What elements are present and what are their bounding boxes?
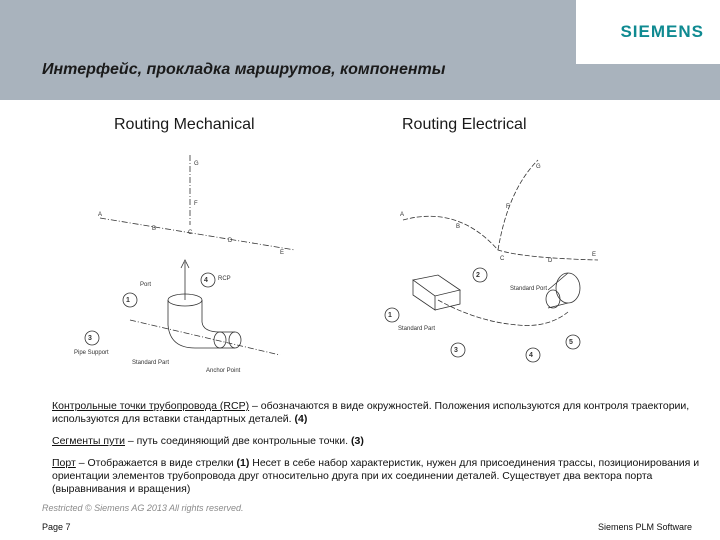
mech-label-b: B [152, 226, 156, 232]
mech-label-c: C [188, 230, 193, 236]
footer-page-number: Page 7 [42, 522, 71, 532]
paragraph-segments: Сегменты пути – путь соединяющий две кон… [52, 435, 692, 448]
mech-callout-3: 3 [88, 335, 92, 342]
siemens-logo: SIEMENS [620, 22, 704, 41]
elec-callout-3: 3 [454, 347, 458, 354]
text-port-a: – Отображается в виде стрелки [75, 457, 237, 469]
mech-callout-4: 4 [204, 277, 208, 284]
routing-electrical-diagram: G F A B C D E Standard Port Standard Par… [384, 159, 599, 363]
slide-title: Интерфейс, прокладка маршрутов, компонен… [42, 61, 446, 78]
paragraph-rcp: Контрольные точки трубопровода (RCP) – о… [52, 400, 692, 426]
subtitle-routing-mechanical: Routing Mechanical [114, 116, 255, 133]
text-port-b: Несет в себе набор характеристик, нужен … [52, 457, 700, 495]
elec-label-b: B [456, 224, 460, 230]
mech-label-pipe-support: Pipe Support [74, 350, 109, 356]
elec-label-c: C [500, 256, 505, 262]
paragraph-port: Порт – Отображается в виде стрелки (1) Н… [52, 457, 702, 496]
num-port: (1) [236, 457, 250, 469]
mech-label-d: D [228, 238, 233, 244]
num-rcp: (4) [294, 413, 308, 425]
footer-restricted: Restricted © Siemens AG 2013 All rights … [42, 503, 244, 513]
logo-area: SIEMENS [576, 0, 720, 64]
elec-label-d: D [548, 258, 553, 264]
elec-callout-1: 1 [388, 312, 392, 319]
num-segments: (3) [350, 435, 364, 447]
footer-company: Siemens PLM Software [597, 522, 692, 532]
elec-callout-2: 2 [476, 272, 480, 279]
mech-label-port: Port [140, 282, 151, 288]
elec-label-f: F [506, 204, 510, 210]
term-port: Порт [52, 457, 76, 469]
mech-label-a: A [98, 212, 102, 218]
elec-label-standard-part: Standard Part [398, 326, 435, 332]
mech-callout-1: 1 [126, 297, 130, 304]
mech-label-anchor-point: Anchor Point [206, 368, 241, 374]
elec-label-e: E [592, 252, 596, 258]
subtitle-routing-electrical: Routing Electrical [402, 116, 527, 133]
elec-label-g: G [536, 164, 541, 170]
mech-label-g: G [194, 161, 199, 167]
mech-label-f: F [194, 201, 198, 207]
elec-callout-5: 5 [569, 339, 573, 346]
mech-label-standard-part: Standard Part [132, 360, 169, 366]
mech-label-rcp: RCP [218, 276, 231, 282]
routing-mechanical-diagram: G F A B C D E RCP Port Pipe Support Stan… [74, 155, 296, 374]
text-rcp: – обозначаются в виде окружностей. Полож… [52, 400, 690, 425]
term-segments: Сегменты пути [52, 435, 125, 447]
elec-label-a: A [400, 212, 404, 218]
mech-label-e: E [280, 250, 284, 256]
elec-callout-4: 4 [529, 352, 533, 359]
text-segments: – путь соединяющий две контрольные точки… [125, 435, 351, 447]
elec-label-standard-port: Standard Port [510, 286, 547, 292]
term-rcp: Контрольные точки трубопровода (RCP) [52, 400, 250, 412]
